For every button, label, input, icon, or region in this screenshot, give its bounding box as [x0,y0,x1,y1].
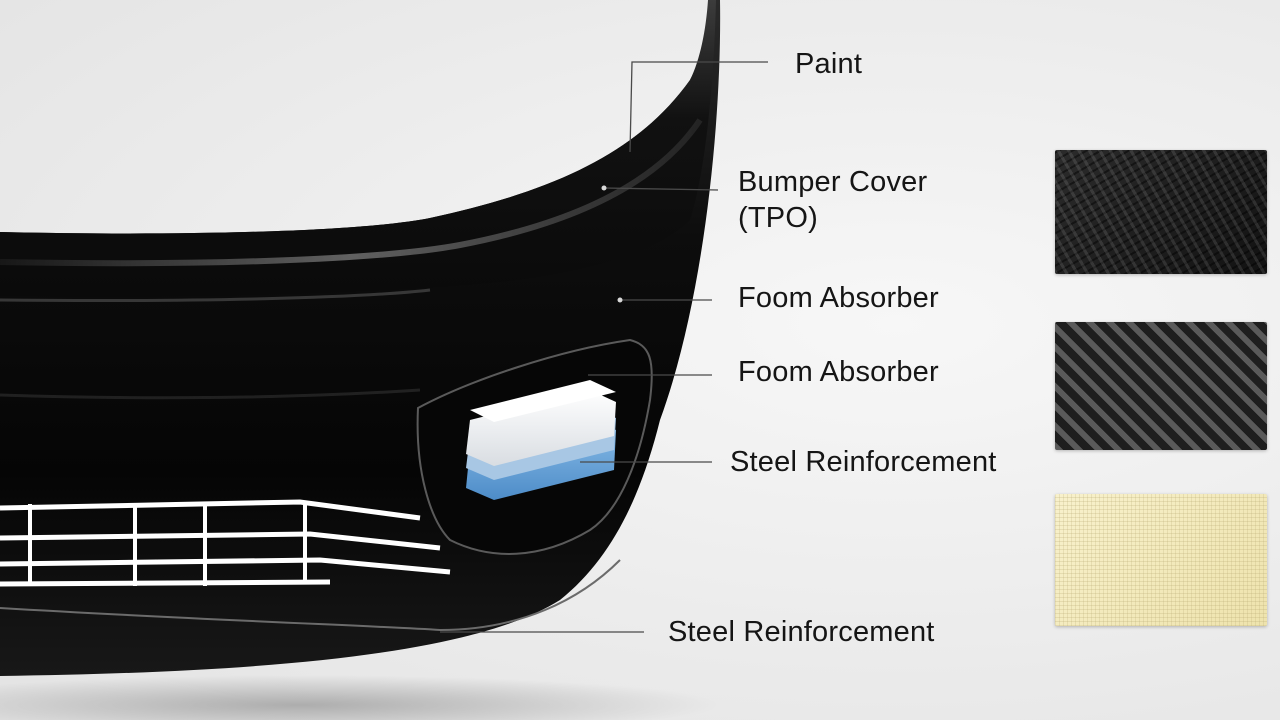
label-steel-reinforcement-1: Steel Reinforcement [730,446,997,478]
bumper-body [0,0,721,676]
label-bumper-cover: Bumper Cover (TPO) [738,166,928,234]
carbon-twill-swatch [1055,322,1267,450]
grille-dividers [28,502,307,586]
pointer-dot [617,297,623,303]
ground-shadow [0,675,720,720]
cream-fabric-swatch [1055,494,1267,626]
label-foam-absorber-1: Foom Absorber [738,282,939,314]
label-paint: Paint [795,48,863,80]
carbon-fiber-swatch [1055,150,1267,274]
bottom-lip-edge [0,559,621,632]
label-foam-absorber-2: Foom Absorber [738,356,939,388]
lower-grille [0,499,451,587]
bumper-upper-lip [0,0,716,297]
leader-lines [440,61,768,633]
pointer-dot [601,185,607,191]
bumper-highlight [0,118,703,267]
bumper-crease-lower [0,388,421,400]
foam-stack [466,380,616,500]
bumper-crease [0,288,431,303]
label-steel-reinforcement-2: Steel Reinforcement [668,616,935,648]
